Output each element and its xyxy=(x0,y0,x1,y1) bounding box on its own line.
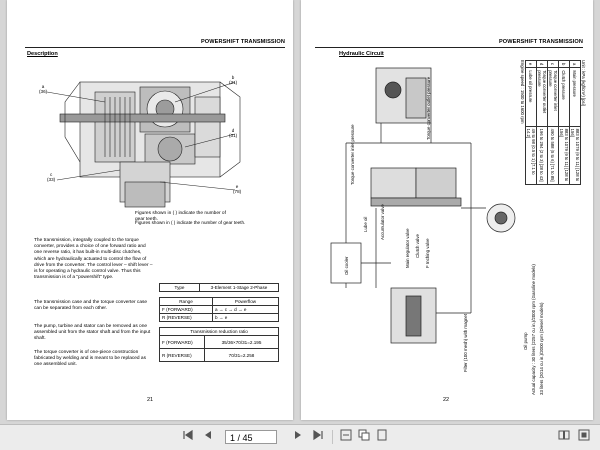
label-inching-valve: F Inching valve xyxy=(425,238,430,268)
label-oil-cooler: Oil cooler xyxy=(344,256,349,275)
label-clutch-valve: Clutch valve xyxy=(415,234,420,258)
two-page-view-icon xyxy=(558,430,570,440)
paragraph-2: The transmission case and the torque con… xyxy=(34,300,148,312)
label-tc-inlet: Torque converter inlet pressure xyxy=(350,124,355,185)
zoom-out-button[interactable] xyxy=(338,429,354,445)
page-number: 21 xyxy=(147,397,154,403)
label-tc-outlet: Torque converter outlet pressure xyxy=(426,76,431,140)
next-page-icon xyxy=(295,431,301,439)
next-page-button[interactable] xyxy=(290,429,306,445)
page-number-input[interactable]: 1 / 45 xyxy=(225,430,277,444)
first-page-button[interactable] xyxy=(180,429,196,445)
single-page-view-button[interactable] xyxy=(556,429,572,445)
paragraph-1: The transmission, integrally coupled to … xyxy=(34,238,153,281)
figure-caption-text: Figures shown in ( ) indicate the number… xyxy=(135,211,226,223)
callout-c: c(33) xyxy=(47,172,56,183)
header-rule xyxy=(25,47,285,48)
section-title: Hydraulic Circuit xyxy=(339,51,384,57)
callout-b: b(31) xyxy=(229,75,238,86)
label-main-regulator: Main regulator valve xyxy=(405,228,410,268)
section-title: Description xyxy=(27,51,58,57)
page-header: POWERSHIFT TRANSMISSION xyxy=(200,39,285,45)
label-accumulator: Accumulator valve xyxy=(380,204,385,240)
first-page-icon xyxy=(183,429,193,441)
header-rule xyxy=(315,47,583,48)
reduction-ratio-table: Transmission reduction ratio F (FORWARD)… xyxy=(159,327,279,362)
previous-page-icon xyxy=(205,431,211,439)
label-filter: Filter (100 mesh) with magnet xyxy=(463,313,468,372)
right-page: POWERSHIFT TRANSMISSION Hydraulic Circui… xyxy=(301,0,593,420)
fit-page-button[interactable] xyxy=(374,429,390,445)
zoom-out-icon xyxy=(340,429,352,441)
callout-e: e(78) xyxy=(233,184,242,195)
left-page: POWERSHIFT TRANSMISSION Description xyxy=(7,0,293,420)
label-pump-capacity-2: 33 liters (2014 cu in.)/2000 rpm (Diesel… xyxy=(539,302,544,396)
fullscreen-button[interactable] xyxy=(576,429,592,445)
page-header: POWERSHIFT TRANSMISSION xyxy=(498,39,583,45)
paragraph-4: The torque converter is of one-piece con… xyxy=(34,350,146,368)
toolbar-separator xyxy=(332,430,333,444)
previous-page-button[interactable] xyxy=(200,429,216,445)
label-oil-pump: Oil pump xyxy=(523,332,528,350)
fit-page-icon xyxy=(377,429,387,441)
figure-caption: Figures shown in ( ) indicate the number… xyxy=(135,220,245,225)
last-page-button[interactable] xyxy=(310,429,326,445)
callout-d: d(31) xyxy=(229,128,238,139)
page-number: 22 xyxy=(443,397,450,403)
copy-pages-button[interactable] xyxy=(356,429,372,445)
callout-a: a(36) xyxy=(39,84,48,95)
hydraulic-circuit-diagram xyxy=(330,67,516,344)
last-page-icon xyxy=(313,429,323,441)
paragraph-3: The pump, turbine and stator can be remo… xyxy=(34,324,151,342)
viewer-toolbar: 1 / 45 xyxy=(0,424,600,450)
transmission-cross-section-figure: Figures shown in ( ) indicate the number… xyxy=(46,81,245,225)
label-lube-oil: Lube oil xyxy=(363,216,368,232)
copy-icon xyxy=(358,429,370,441)
fullscreen-icon xyxy=(578,429,590,441)
label-pump-capacity: Actual capacity : 30 liters (2257 cu in.… xyxy=(531,264,536,395)
